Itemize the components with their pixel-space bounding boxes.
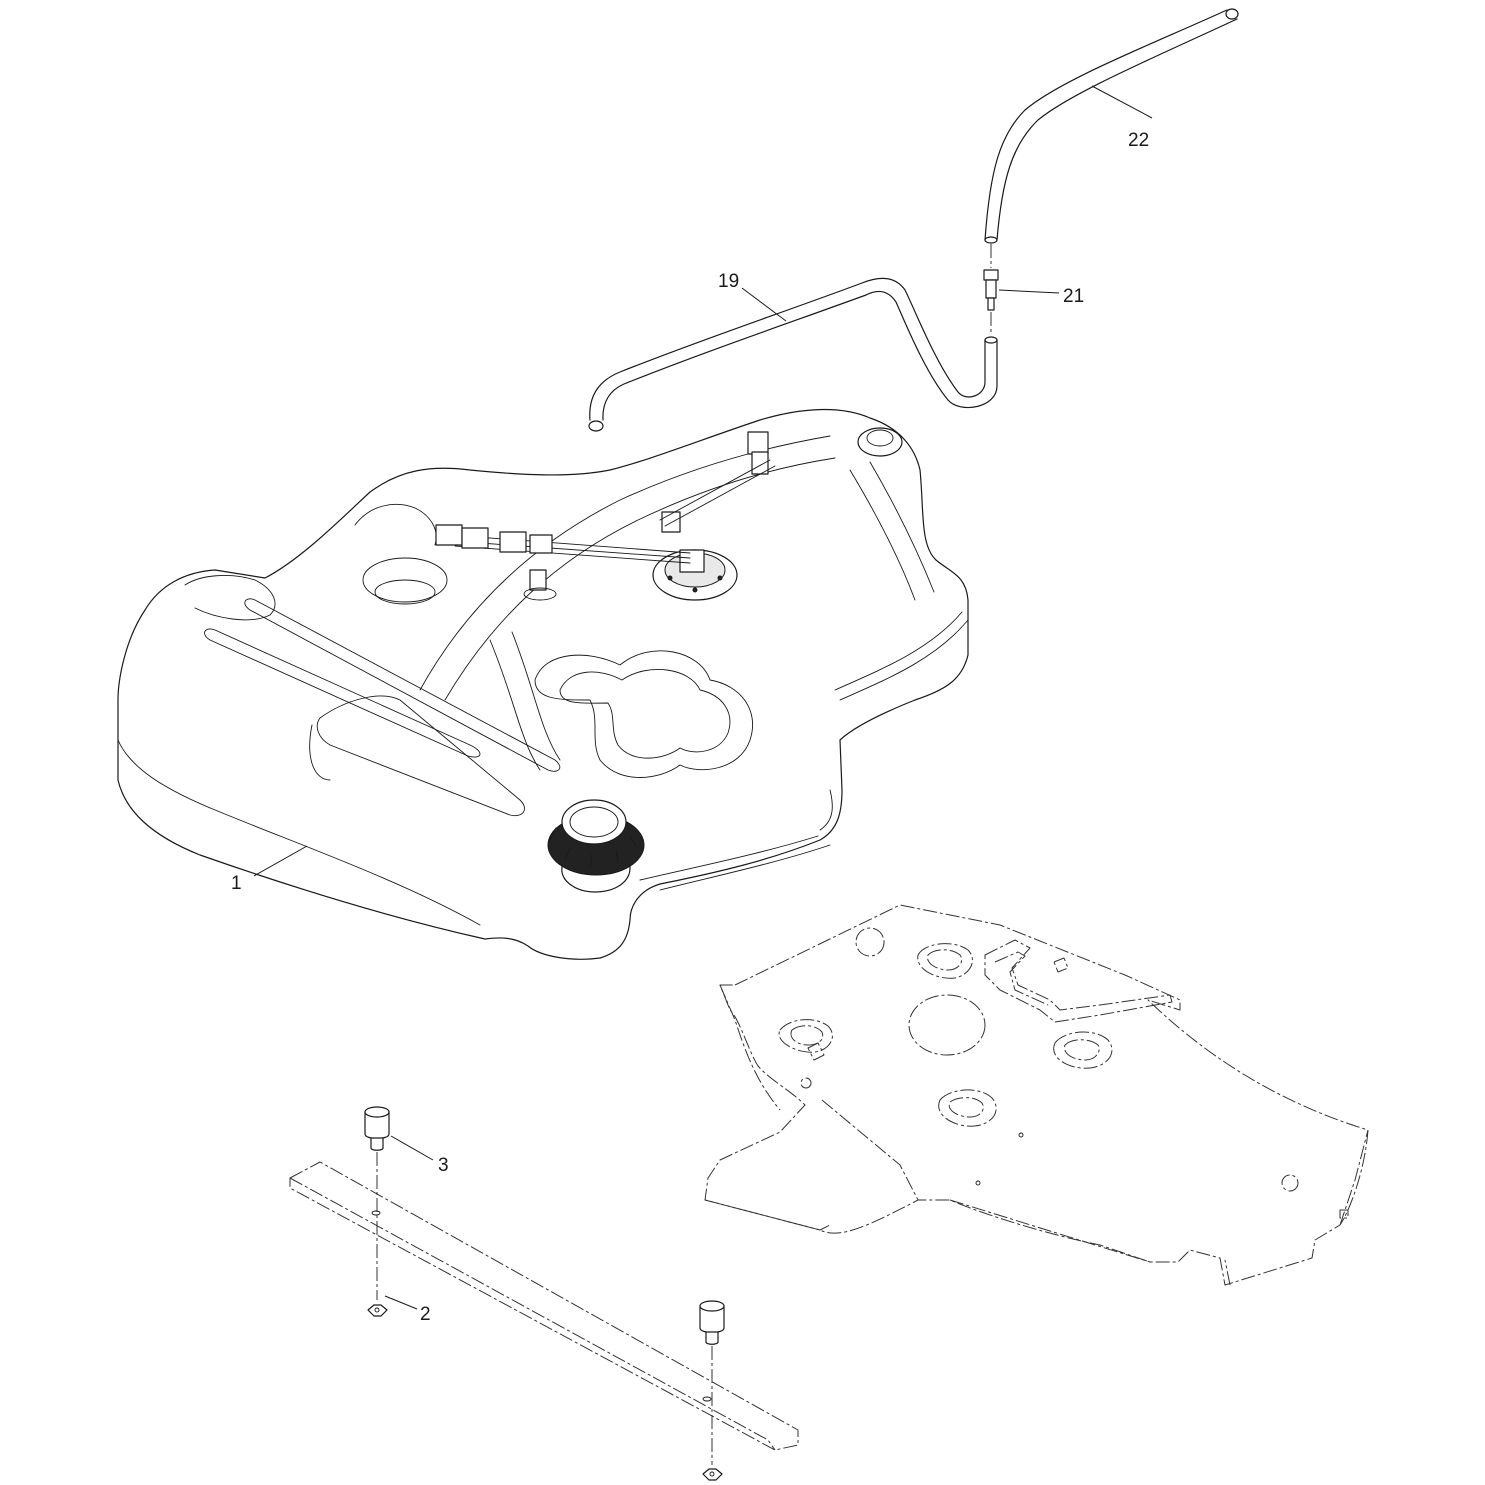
- part-3-bumper-upper: [364, 1106, 390, 1300]
- part-19-fuel-hose: [588, 277, 998, 432]
- part-2-nut-lower: [702, 1468, 723, 1481]
- fuel-sender: [652, 549, 738, 601]
- wire-harness: [435, 459, 776, 564]
- callout-3: 3: [438, 1155, 449, 1176]
- callout-21: 21: [1063, 286, 1084, 307]
- callout-22: 22: [1128, 130, 1149, 151]
- part-22-vent-hose: [984, 8, 1239, 244]
- part-1-fuel-tank: [117, 408, 969, 960]
- callout-2: 2: [420, 1304, 431, 1325]
- callout-1: 1: [231, 873, 242, 894]
- part-3-bumper-lower: [699, 1300, 725, 1465]
- phantom-mounting-plate: [704, 904, 1369, 1286]
- part-2-nut-upper: [367, 1304, 388, 1317]
- phantom-support-bar: [289, 1161, 799, 1451]
- callout-19: 19: [718, 271, 739, 292]
- leader-lines: [253, 85, 1153, 1310]
- part-21-connector: [983, 244, 999, 335]
- fuel-cap: [547, 799, 645, 893]
